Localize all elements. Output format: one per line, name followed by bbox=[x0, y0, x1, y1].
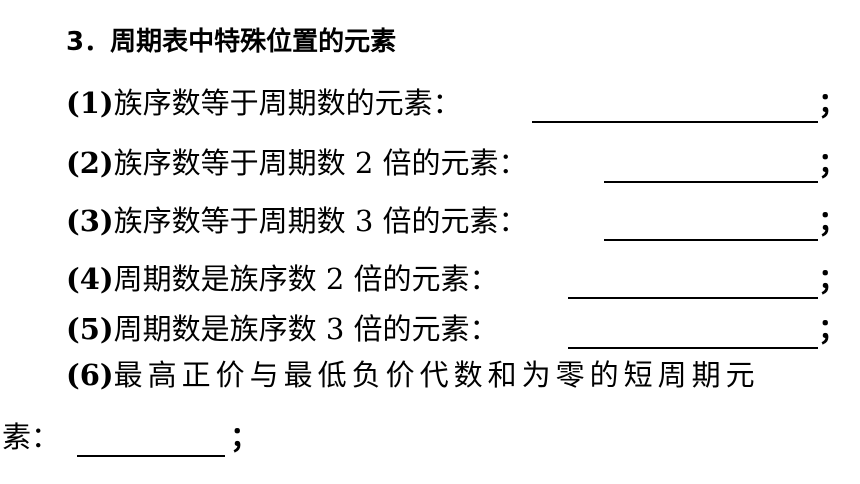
semicolon: ； bbox=[818, 86, 848, 120]
question-number: (1) bbox=[66, 86, 114, 120]
question-text: 族序数等于周期数的元素： bbox=[113, 86, 462, 120]
semicolon: ； bbox=[818, 204, 848, 238]
semicolon: ； bbox=[230, 420, 260, 454]
semicolon: ； bbox=[818, 146, 848, 180]
question-5: (5)周期数是族序数 3 倍的元素： ； bbox=[66, 306, 847, 352]
question-6-continuation: 素： ； bbox=[2, 414, 259, 460]
question-text: 族序数等于周期数 3 倍的元素： bbox=[113, 204, 528, 238]
question-number: (4) bbox=[66, 262, 114, 296]
answer-blank[interactable] bbox=[568, 297, 818, 299]
question-1: (1)族序数等于周期数的元素： ； bbox=[66, 80, 847, 126]
question-number: (3) bbox=[66, 204, 114, 238]
question-number: (5) bbox=[66, 312, 114, 346]
question-text: 周期数是族序数 3 倍的元素： bbox=[113, 312, 499, 346]
question-4: (4)周期数是族序数 2 倍的元素： ； bbox=[66, 256, 847, 302]
question-text: 族序数等于周期数 2 倍的元素： bbox=[113, 146, 528, 180]
answer-blank[interactable] bbox=[568, 347, 818, 349]
answer-blank[interactable] bbox=[77, 455, 225, 457]
answer-blank[interactable] bbox=[532, 121, 818, 123]
semicolon: ； bbox=[818, 312, 848, 346]
answer-blank[interactable] bbox=[604, 181, 818, 183]
question-number: (6) bbox=[66, 358, 114, 392]
answer-blank[interactable] bbox=[604, 239, 818, 241]
semicolon: ； bbox=[818, 262, 848, 296]
question-text: 周期数是族序数 2 倍的元素： bbox=[113, 262, 499, 296]
section-title: 3．周期表中特殊位置的元素 bbox=[66, 27, 397, 57]
question-6: (6)最高正价与最低负价代数和为零的短周期元 bbox=[66, 352, 856, 398]
question-text: 最高正价与最低负价代数和为零的短周期元 bbox=[113, 358, 760, 392]
question-number: (2) bbox=[66, 146, 114, 180]
question-3: (3)族序数等于周期数 3 倍的元素： ； bbox=[66, 198, 847, 244]
question-2: (2)族序数等于周期数 2 倍的元素： ； bbox=[66, 140, 847, 186]
question-text-continuation: 素： bbox=[2, 420, 61, 454]
